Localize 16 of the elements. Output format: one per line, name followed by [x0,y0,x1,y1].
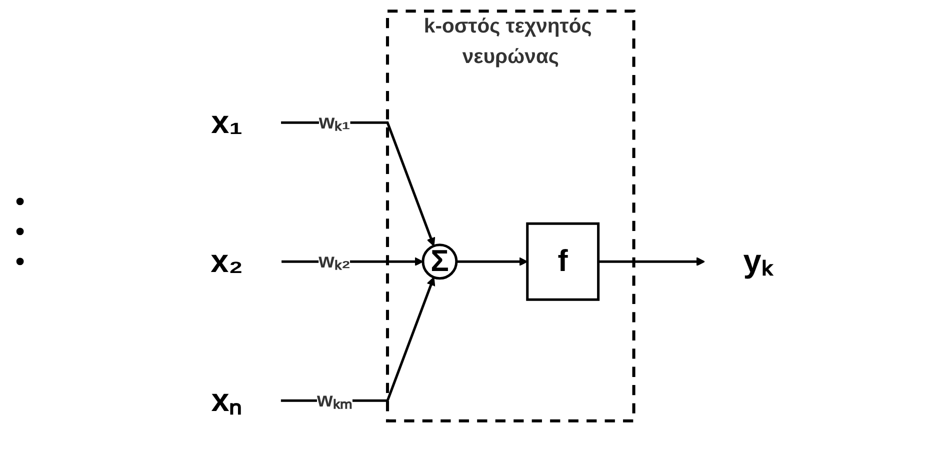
ellipsis-dot: • [15,216,25,246]
ellipsis-dot: • [15,186,25,216]
arrow [456,257,528,266]
node-text: yₖ [743,242,772,280]
ellipsis-dot: • [15,246,25,276]
edge-label: wₖₘ [317,390,352,412]
node-text: x₁ [211,104,243,140]
node-text: x₂ [210,242,244,280]
neuron-diagram: k-οστός τεχνητός νευρώνας wₖ₁ wₖ₂ wₖₘ Σ f x₁ x₂ xₙ yₖ [40,3,943,458]
node-text: xₙ [211,382,242,418]
edge-label: wₖ₂ [318,250,350,273]
cluster [386,10,636,422]
edge-label: wₖ₁ [318,111,350,134]
node-box [526,222,600,301]
arrow [598,257,706,266]
node-circle [422,244,458,280]
